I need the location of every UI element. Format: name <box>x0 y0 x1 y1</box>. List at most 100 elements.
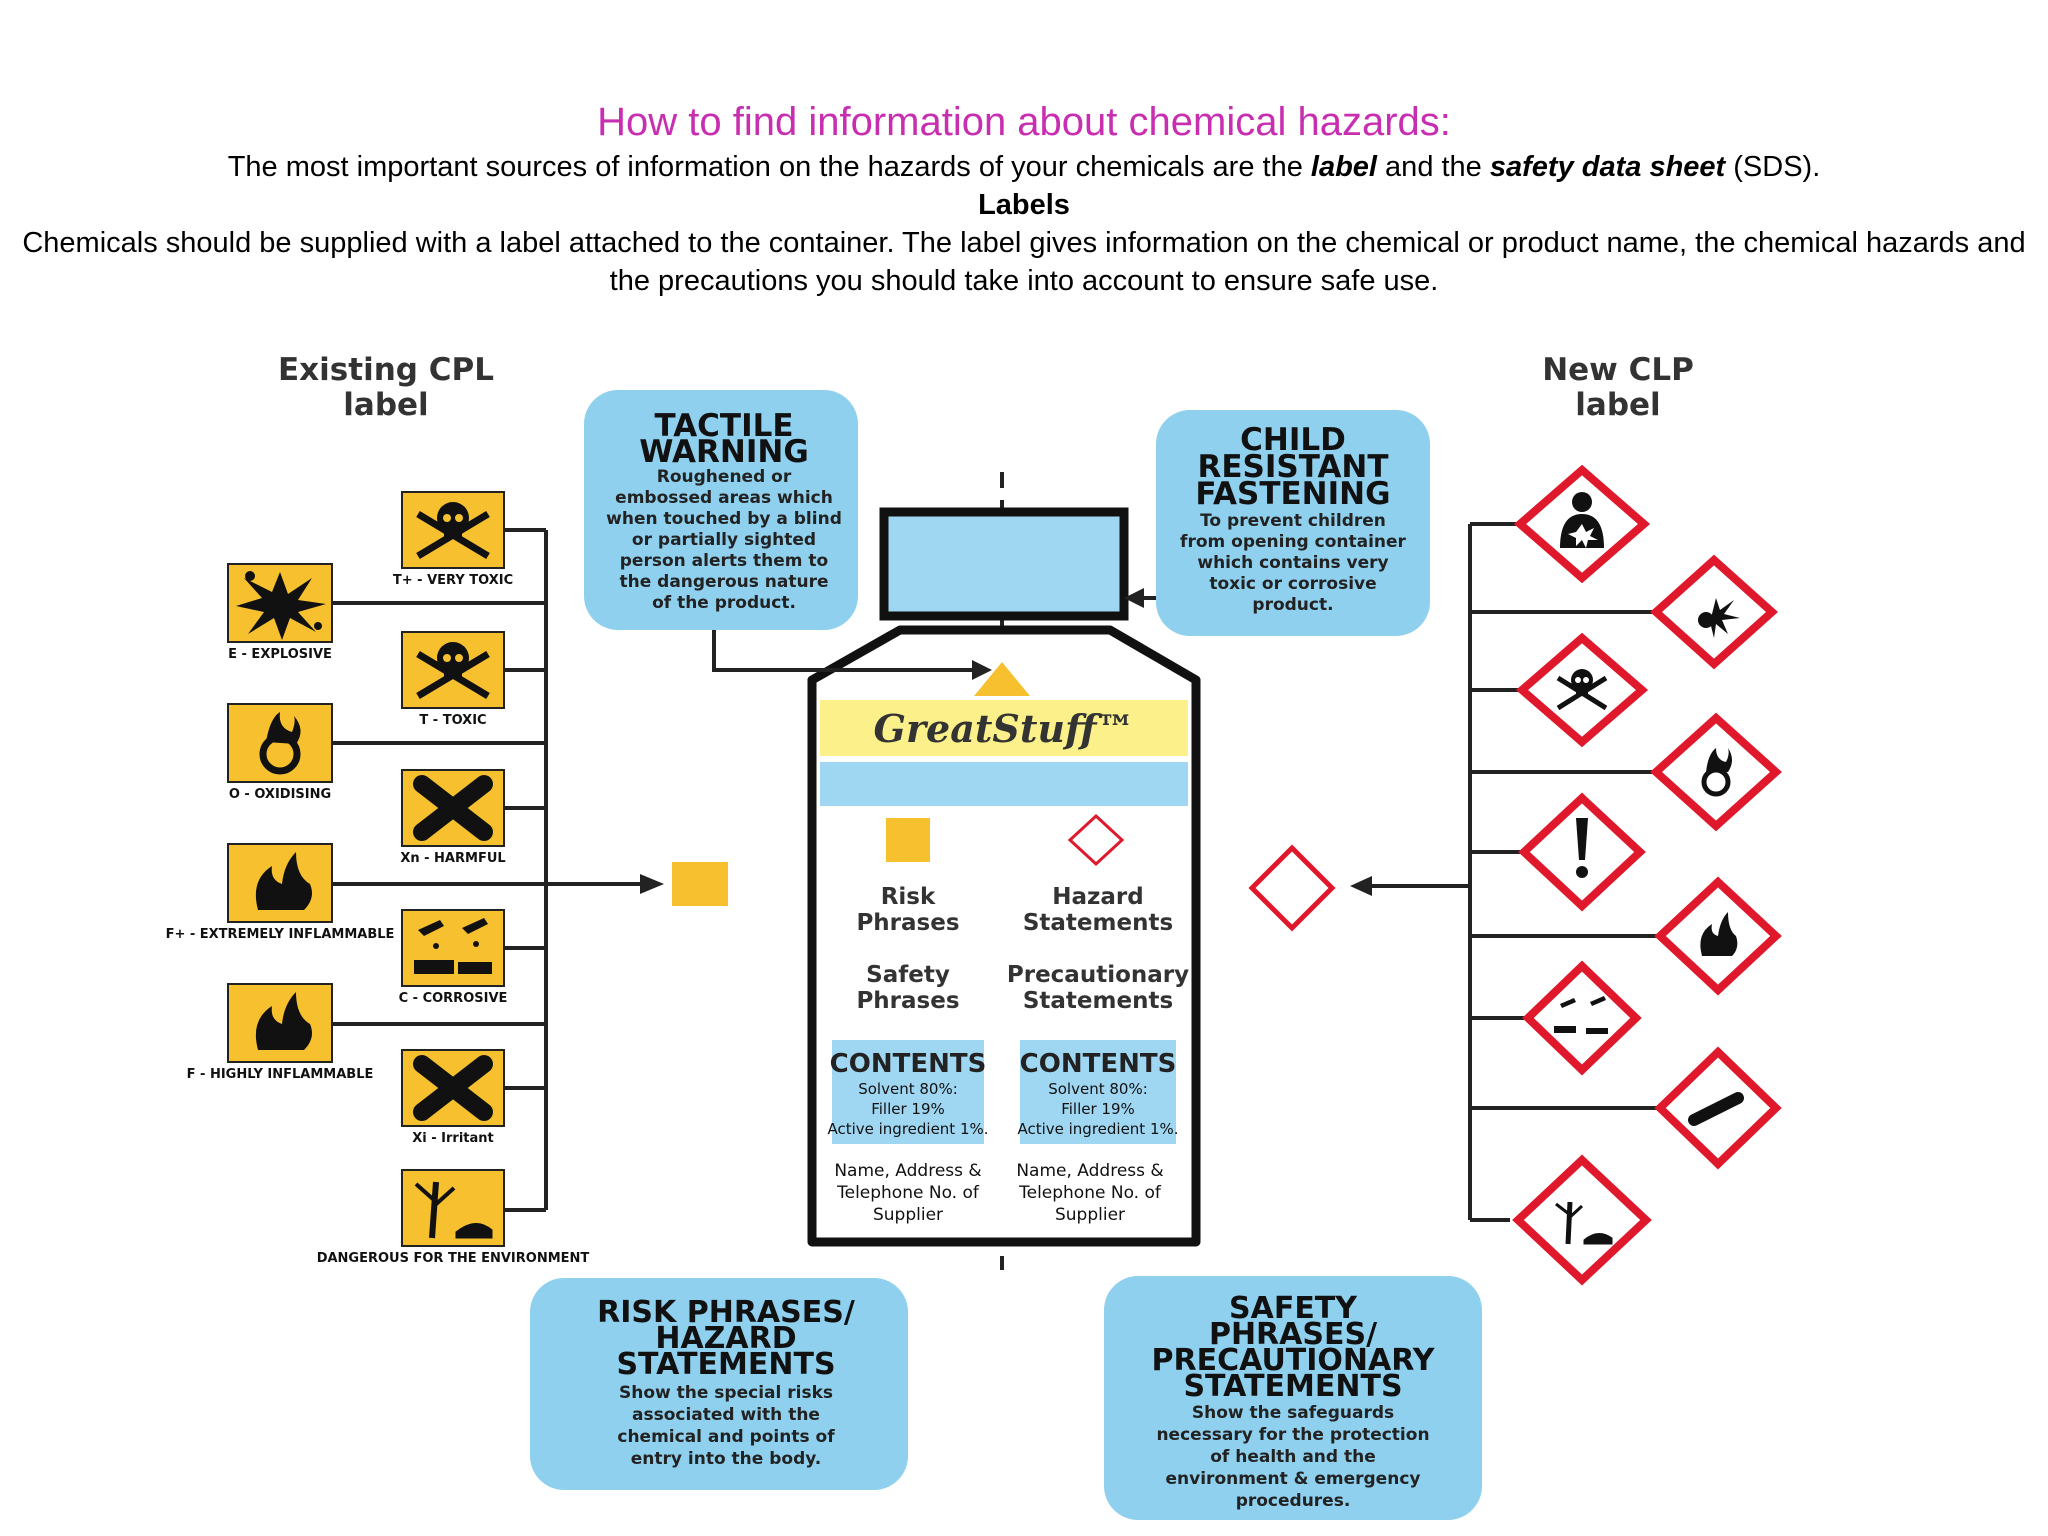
tactile-body-6: the dangerous nature <box>619 572 828 592</box>
supplier-left-2: Telephone No. of <box>836 1183 980 1203</box>
flame-icon <box>255 992 312 1050</box>
bottle-brand: GreatStuff™ <box>874 706 1135 751</box>
tactile-body-7: of the product. <box>652 593 796 613</box>
clp-corrosive <box>1522 960 1642 1076</box>
safety-body-4: environment & emergency <box>1166 1469 1421 1489</box>
contents-line-left-2: Filler 19% <box>871 1100 945 1118</box>
labels-heading: Labels <box>978 189 1070 221</box>
contents-title-left: CONTENTS <box>830 1049 987 1079</box>
child-title-2: RESISTANT <box>1197 449 1388 485</box>
safety-phrases-box <box>1104 1276 1482 1520</box>
cpl-label-explosive: E - EXPLOSIVE <box>228 647 332 662</box>
skull-crossbones-icon <box>416 642 490 700</box>
tactile-triangle <box>974 662 1030 696</box>
corrosion-icon <box>414 918 492 974</box>
contents-line-left-3: Active ingredient 1%. <box>827 1120 988 1138</box>
cross-icon <box>413 1055 493 1121</box>
cpl-symbol-oxidising <box>227 703 333 783</box>
tactile-body-3: when touched by a blind <box>606 509 842 529</box>
child-body-5: product. <box>1252 595 1333 615</box>
risk-body-4: entry into the body. <box>631 1449 821 1469</box>
contents-line-right-2: Filler 19% <box>1061 1100 1135 1118</box>
flame-over-circle-icon <box>259 712 301 775</box>
labels-paragraph: Chemicals should be supplied with a labe… <box>22 227 2026 297</box>
tactile-body-2: embossed areas which <box>615 488 833 508</box>
risk-title-1: RISK PHRASES/ <box>597 1295 855 1330</box>
clp-exclamation <box>1518 792 1646 912</box>
safety-title-4: STATEMENTS <box>1183 1369 1402 1404</box>
exploding-bomb-icon <box>1698 598 1740 638</box>
child-body-4: toxic or corrosive <box>1209 574 1376 594</box>
supplier-right-1: Name, Address & <box>1016 1161 1163 1181</box>
cpl-connector-lines <box>332 528 650 1212</box>
intro-text-pre: The most important sources of informatio… <box>227 151 1311 183</box>
clp-skull-crossbones <box>1515 632 1649 748</box>
tactile-body-4: or partially sighted <box>632 530 816 550</box>
cpl-symbol-explosive <box>227 563 333 643</box>
clp-gas-cylinder <box>1654 1046 1782 1170</box>
child-body-3: which contains very <box>1197 553 1388 573</box>
intro-text-mid: and the <box>1377 151 1490 183</box>
environment-icon <box>414 1181 493 1239</box>
gas-cylinder-icon <box>1688 1092 1744 1126</box>
cpl-arrow-head <box>640 874 664 894</box>
page-title: How to find information about chemical h… <box>597 100 1451 144</box>
clp-health-hazard <box>1513 464 1651 584</box>
safety-title-1: SAFETY <box>1229 1291 1358 1326</box>
safety-body-1: Show the safeguards <box>1192 1403 1394 1423</box>
cpl-symbol-harmful <box>401 769 505 847</box>
hazard-statements-label-1: Hazard <box>1052 884 1143 910</box>
hazard-statements-label-2: Statements <box>1023 910 1173 936</box>
safety-phrases-label-2: Phrases <box>856 988 959 1014</box>
cpl-symbol-toxic <box>401 631 505 709</box>
child-body-2: from opening container <box>1180 532 1407 552</box>
exclamation-mark-icon <box>1576 818 1588 878</box>
flame-over-circle-icon <box>1701 748 1732 797</box>
cpl-label-environment: DANGEROUS FOR THE ENVIRONMENT <box>317 1251 590 1266</box>
explosion-icon <box>236 571 326 640</box>
cross-icon <box>413 775 493 841</box>
safety-title-3: PRECAUTIONARY <box>1152 1343 1436 1378</box>
cpl-symbol-corrosive <box>401 909 505 987</box>
child-title-3: FASTENING <box>1195 476 1390 512</box>
skull-crossbones-icon <box>1556 669 1608 711</box>
risk-body-3: chemical and points of <box>617 1427 835 1447</box>
cpl-label-harmful: Xn - HARMFUL <box>400 851 505 866</box>
cpl-label-square <box>672 862 728 906</box>
tactile-title-1: TACTILE <box>654 408 793 444</box>
existing-label-heading-2: label <box>343 387 428 423</box>
cpl-symbol-irritant <box>401 1049 505 1127</box>
risk-phrases-label-1: Risk <box>881 884 936 910</box>
clp-oxidising <box>1650 712 1782 832</box>
cpl-label-highly-inflammable: F - HIGHLY INFLAMMABLE <box>187 1067 374 1082</box>
contents-panel-left <box>832 1040 984 1144</box>
child-arrow-head <box>1124 588 1144 608</box>
tactile-body-1: Roughened or <box>657 467 792 487</box>
cpl-label-extremely-inflammable-text: F+ - EXTREMELY INFLAMMABLE <box>166 927 395 942</box>
cpl-label-corrosive: C - CORROSIVE <box>399 991 508 1006</box>
risk-body-2: associated with the <box>632 1405 820 1425</box>
clp-connector-lines <box>1370 522 1660 1222</box>
cpl-symbol-very-toxic <box>401 491 505 569</box>
contents-line-right-3: Active ingredient 1%. <box>1017 1120 1178 1138</box>
existing-label-heading-1: Existing CPL <box>278 352 494 388</box>
intro-sds-emphasis: safety data sheet <box>1489 151 1726 183</box>
environment-icon <box>1555 1201 1613 1245</box>
clp-label-diamond <box>1248 844 1336 932</box>
risk-title-3: STATEMENTS <box>616 1347 835 1382</box>
clp-arrow-head <box>1350 876 1372 896</box>
supplier-left-3: Supplier <box>873 1205 943 1225</box>
new-label-heading-1: New CLP <box>1542 352 1694 388</box>
bottle-red-diamond <box>1067 813 1125 867</box>
intro-label-emphasis: label <box>1310 151 1377 183</box>
precautionary-statements-label-2: Statements <box>1023 988 1173 1014</box>
safety-phrases-label-1: Safety <box>866 962 950 988</box>
cpl-label-extremely-inflammable: F+ - EXTREMELY INFLAMMABLE <box>166 927 395 942</box>
child-resistant-box <box>1156 410 1430 636</box>
health-hazard-icon <box>1560 492 1604 548</box>
clp-flammable <box>1654 876 1782 996</box>
cpl-label-oxidising: O - OXIDISING <box>229 787 331 802</box>
cpl-label-very-toxic: T+ - VERY TOXIC <box>393 573 513 588</box>
flame-icon <box>255 852 312 910</box>
